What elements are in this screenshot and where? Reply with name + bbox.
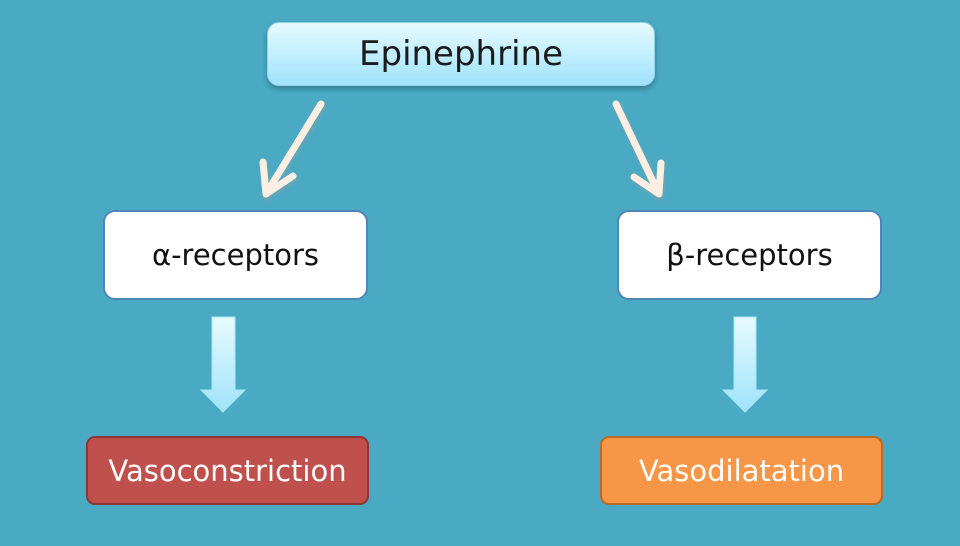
vasodilatation-node: Vasodilatation <box>600 436 883 505</box>
vasodilatation-label: Vasodilatation <box>638 453 845 488</box>
alpha-receptors-node: α-receptors <box>103 210 368 300</box>
arrow-beta-to-vasodilatation <box>721 316 769 413</box>
vasoconstriction-label: Vasoconstriction <box>108 453 347 488</box>
alpha-receptors-label: α-receptors <box>151 238 320 272</box>
epinephrine-node: Epinephrine <box>267 22 655 86</box>
arrow-alpha-to-vasoconstriction <box>199 316 247 413</box>
epinephrine-label: Epinephrine <box>359 34 563 74</box>
beta-receptors-label: β-receptors <box>666 238 833 272</box>
vasoconstriction-node: Vasoconstriction <box>86 436 369 505</box>
beta-receptors-node: β-receptors <box>617 210 882 300</box>
arrow-root-to-beta <box>612 100 667 201</box>
arrow-root-to-alpha <box>259 100 327 201</box>
